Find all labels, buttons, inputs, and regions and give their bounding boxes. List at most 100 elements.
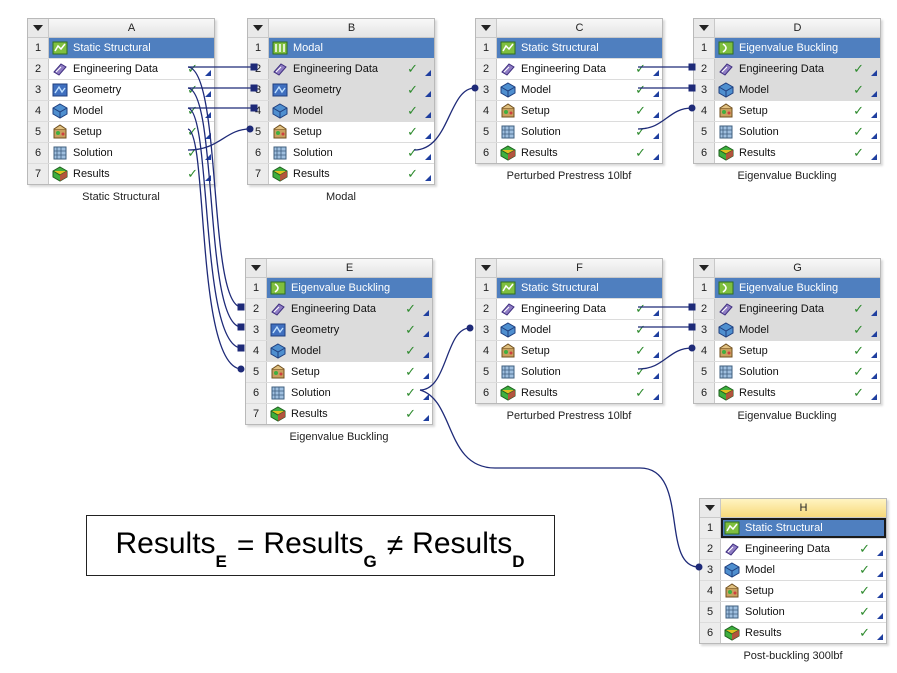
system-caption[interactable]: Eigenvalue Buckling — [289, 431, 389, 443]
corner-arrow-icon[interactable] — [871, 154, 877, 160]
corner-arrow-icon[interactable] — [423, 352, 429, 358]
corner-arrow-icon[interactable] — [653, 394, 659, 400]
system-menu-arrow-icon[interactable] — [28, 19, 49, 37]
corner-arrow-icon[interactable] — [423, 331, 429, 337]
system-caption[interactable]: Post-buckling 300lbf — [743, 650, 843, 662]
corner-arrow-icon[interactable] — [425, 133, 431, 139]
corner-arrow-icon[interactable] — [425, 112, 431, 118]
corner-arrow-icon[interactable] — [423, 415, 429, 421]
system-menu-arrow-icon[interactable] — [246, 259, 267, 277]
corner-arrow-icon[interactable] — [425, 175, 431, 181]
system-caption[interactable]: Eigenvalue Buckling — [737, 170, 837, 182]
corner-arrow-icon[interactable] — [871, 310, 877, 316]
corner-arrow-icon[interactable] — [877, 571, 883, 577]
corner-arrow-icon[interactable] — [205, 91, 211, 97]
corner-arrow-icon[interactable] — [205, 133, 211, 139]
corner-arrow-icon[interactable] — [423, 394, 429, 400]
corner-arrow-icon[interactable] — [423, 310, 429, 316]
corner-arrow-icon[interactable] — [205, 175, 211, 181]
corner-arrow-icon[interactable] — [871, 112, 877, 118]
system-menu-arrow-icon[interactable] — [476, 259, 497, 277]
corner-arrow-icon[interactable] — [653, 91, 659, 97]
system-menu-arrow-icon[interactable] — [694, 259, 715, 277]
corner-arrow-icon[interactable] — [877, 550, 883, 556]
system-menu-arrow-icon[interactable] — [248, 19, 269, 37]
corner-arrow-icon[interactable] — [653, 133, 659, 139]
corner-arrow-icon[interactable] — [871, 352, 877, 358]
corner-arrow-icon[interactable] — [653, 70, 659, 76]
system-caption[interactable]: Eigenvalue Buckling — [737, 410, 837, 422]
system-caption[interactable]: Perturbed Prestress 10lbf — [506, 410, 632, 422]
corner-arrow-icon[interactable] — [653, 310, 659, 316]
corner-arrow-icon[interactable] — [653, 331, 659, 337]
corner-arrow-icon[interactable] — [871, 331, 877, 337]
corner-arrow-icon[interactable] — [877, 613, 883, 619]
system-caption[interactable]: Modal — [326, 191, 356, 203]
corner-arrow-icon[interactable] — [205, 154, 211, 160]
system-menu-arrow-icon[interactable] — [700, 499, 721, 517]
corner-arrow-icon[interactable] — [653, 352, 659, 358]
corner-arrow-icon[interactable] — [205, 70, 211, 76]
corner-arrow-icon[interactable] — [425, 91, 431, 97]
corner-arrow-icon[interactable] — [425, 154, 431, 160]
system-caption[interactable]: Perturbed Prestress 10lbf — [506, 170, 632, 182]
system-menu-arrow-icon[interactable] — [694, 19, 715, 37]
corner-arrow-icon[interactable] — [871, 70, 877, 76]
corner-arrow-icon[interactable] — [871, 394, 877, 400]
corner-arrow-icon[interactable] — [871, 91, 877, 97]
corner-arrow-icon[interactable] — [423, 373, 429, 379]
system-menu-arrow-icon[interactable] — [476, 19, 497, 37]
corner-arrow-icon[interactable] — [653, 154, 659, 160]
corner-arrow-icon[interactable] — [871, 373, 877, 379]
